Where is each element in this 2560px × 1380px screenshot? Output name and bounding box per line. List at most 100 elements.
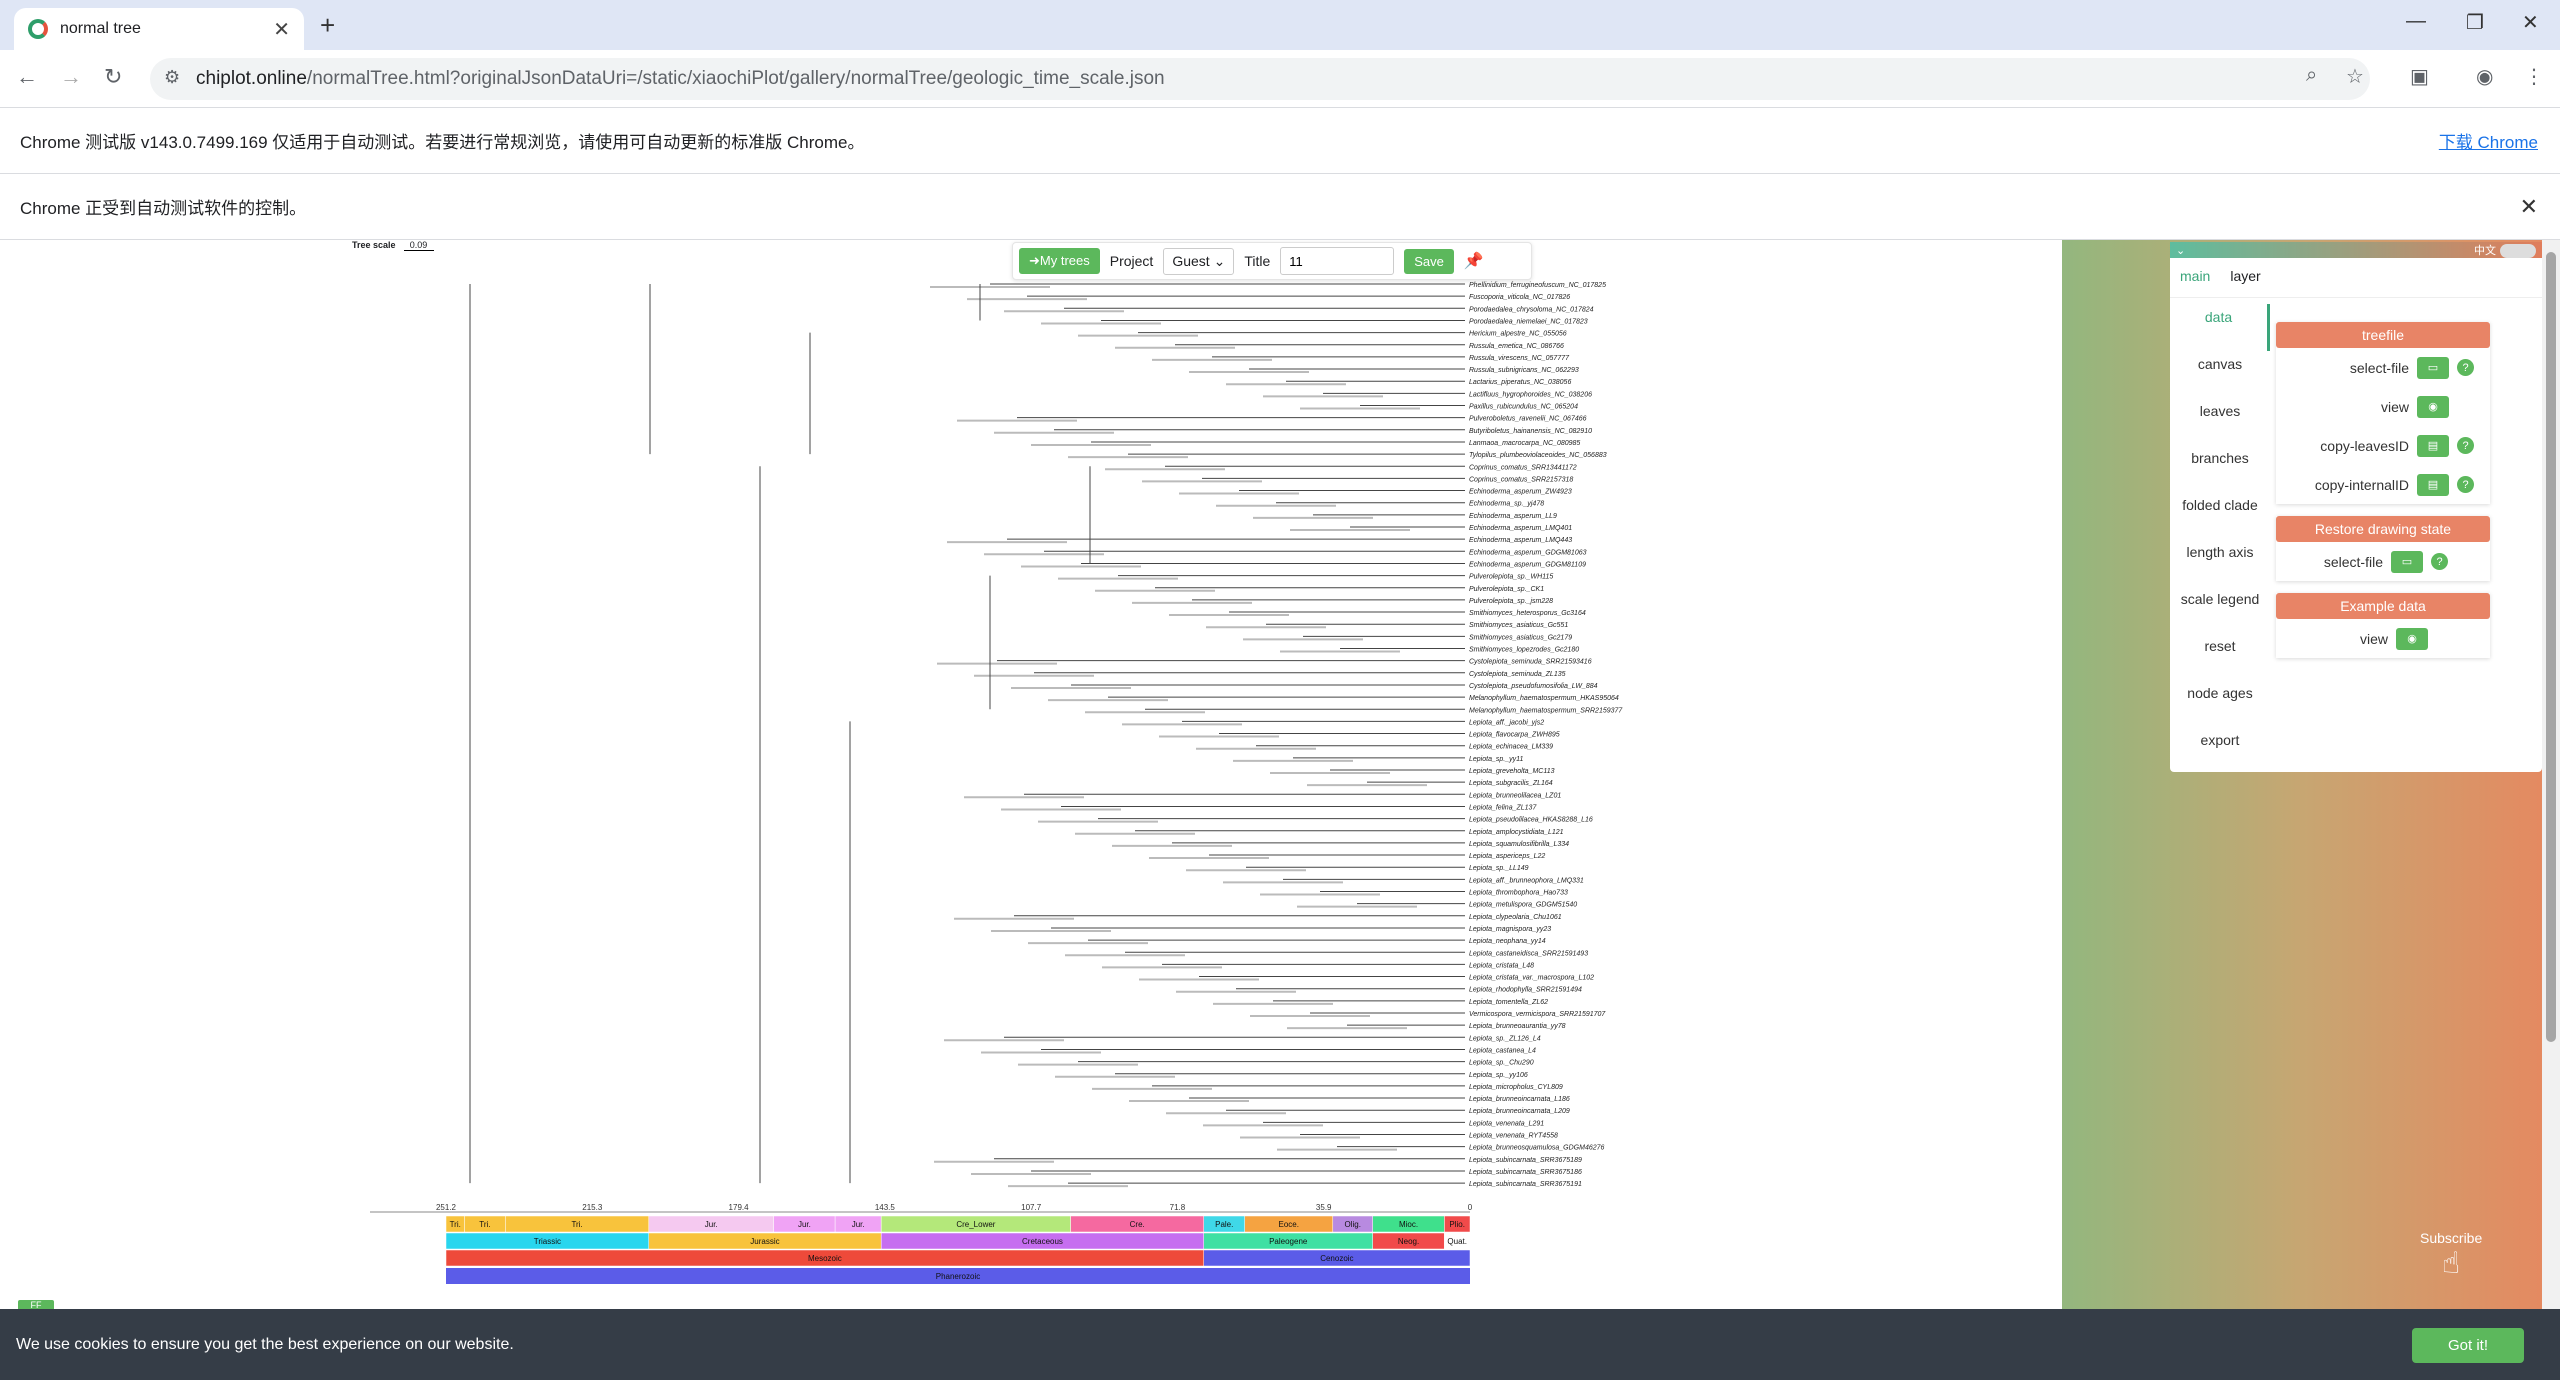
help-icon[interactable]: ?: [2457, 476, 2474, 493]
geologic-period-label: Paleogene: [1269, 1237, 1308, 1246]
side-item-folded-clade[interactable]: folded clade: [2182, 497, 2258, 513]
leaf-label: Vermicospora_vermicispora_SRR21591707: [1469, 1011, 1606, 1018]
side-item-node-ages[interactable]: node ages: [2187, 685, 2253, 701]
side-item-canvas[interactable]: canvas: [2197, 356, 2243, 372]
leaf-label: Cystolepiota_pseudofumosifolia_LW_884: [1469, 683, 1598, 690]
forward-icon[interactable]: →: [60, 64, 82, 89]
tab-main[interactable]: main: [2180, 268, 2211, 284]
leaf-label: Lepiota_greveholta_MC113: [1469, 768, 1555, 775]
side-item-reset[interactable]: reset: [2204, 638, 2236, 654]
menu-header: ⌄ 中文: [2170, 242, 2542, 259]
restore-icon[interactable]: ❐: [2466, 12, 2484, 34]
geologic-period-label: Triassic: [534, 1237, 561, 1246]
geologic-epoch-label: Cre_Lower: [956, 1220, 995, 1229]
leaf-label: Lepiota_rhodophylla_SRR21591494: [1469, 987, 1582, 994]
my-trees-label: My trees: [1039, 253, 1090, 268]
close-infobar-icon[interactable]: ✕: [2519, 193, 2538, 219]
eye-icon[interactable]: ◉: [2417, 395, 2449, 418]
download-chrome-link[interactable]: 下载 Chrome: [2438, 133, 2538, 152]
leaf-label: Lepiota_sp._Chu290: [1469, 1060, 1534, 1067]
leaf-label: Lepiota_aspericeps_L22: [1469, 853, 1545, 860]
scrollbar-thumb[interactable]: [2546, 252, 2556, 1042]
help-icon[interactable]: ?: [2431, 553, 2448, 570]
leaf-label: Pulverolepiota_sp._CK1: [1469, 586, 1544, 593]
side-item-length-axis[interactable]: length axis: [2186, 544, 2254, 560]
menu-icon[interactable]: ⋮: [2524, 66, 2544, 88]
leaf-label: Lepiota_castanea_L4: [1469, 1047, 1536, 1054]
geologic-epoch-label: Tri.: [450, 1220, 461, 1229]
page-scrollbar[interactable]: [2542, 240, 2560, 1380]
time-tick-label: 215.3: [582, 1203, 603, 1212]
leaf-label: Echinoderma_asperum_LMQ401: [1469, 525, 1572, 532]
leaf-label: Lepiota_subincarnata_SRR3675191: [1469, 1181, 1582, 1188]
menu-side-nav: data canvas leaves branches folded clade…: [2170, 304, 2270, 774]
phylogenetic-tree: Phellinidium_ferrugineofuscum_NC_017825F…: [370, 282, 1623, 1284]
title-input[interactable]: [1280, 247, 1395, 275]
side-item-branches[interactable]: branches: [2191, 450, 2249, 466]
select-file-label: select-file: [2349, 359, 2409, 376]
copy-icon[interactable]: ▤: [2417, 473, 2449, 496]
copy-icon[interactable]: ▤: [2417, 434, 2449, 457]
geologic-epoch-label: Jur.: [852, 1220, 865, 1229]
eye-icon[interactable]: ◉: [2396, 627, 2428, 650]
leaf-label: Russula_emetica_NC_086766: [1469, 343, 1564, 350]
side-item-leaves[interactable]: leaves: [2199, 403, 2241, 419]
browser-toolbar: ← → ↻ ⚙ chiplot.online/normalTree.html?o…: [0, 50, 2560, 108]
browser-tab[interactable]: normal tree ✕: [14, 8, 304, 50]
geologic-epoch-label: Tri.: [571, 1220, 582, 1229]
leaf-label: Coprinus_comatus_SRR13441172: [1469, 464, 1577, 471]
side-item-scale-legend[interactable]: scale legend: [2180, 591, 2260, 607]
leaf-label: Echinoderma_asperum_ZW4923: [1469, 489, 1572, 496]
time-tick-label: 35.9: [1316, 1203, 1332, 1212]
leaf-label: Lactifluus_hygrophoroides_NC_038206: [1469, 391, 1592, 398]
address-bar[interactable]: ⚙ chiplot.online/normalTree.html?origina…: [150, 58, 2370, 100]
cookie-text: We use cookies to ensure you get the bes…: [16, 1335, 514, 1353]
reload-icon[interactable]: ↻: [104, 64, 123, 89]
side-item-export[interactable]: export: [2200, 732, 2240, 748]
title-label: Title: [1244, 253, 1271, 269]
tab-layer[interactable]: layer: [2230, 268, 2261, 284]
leaf-label: Lepiota_felina_ZL137: [1469, 804, 1537, 811]
geologic-period-cell: [1444, 1232, 1471, 1250]
leaf-label: Lactarius_piperatus_NC_038056: [1469, 379, 1571, 386]
minimize-icon[interactable]: —: [2406, 10, 2426, 32]
zoom-icon[interactable]: ⌕: [2306, 64, 2318, 86]
leaf-label: Lepiota_brunneoincarnata_L186: [1469, 1096, 1570, 1103]
tab-search-icon[interactable]: ▣: [2410, 66, 2429, 88]
leaf-label: Pulverolepiota_sp._WH115: [1469, 574, 1553, 581]
close-window-icon[interactable]: ✕: [2522, 12, 2539, 34]
leaf-label: Lepiota_flavocarpa_ZWH895: [1469, 732, 1560, 739]
folder-icon[interactable]: ▭: [2391, 550, 2423, 573]
leaf-label: Lepiota_thrombophora_Hao733: [1469, 890, 1568, 897]
help-icon[interactable]: ?: [2457, 437, 2474, 454]
folder-icon[interactable]: ▭: [2417, 356, 2449, 379]
site-info-icon[interactable]: ⚙: [164, 67, 181, 87]
leaf-label: Butyriboletus_hainanensis_NC_082910: [1469, 428, 1592, 435]
leaf-label: Lepiota_castaneidisca_SRR21591493: [1469, 950, 1588, 957]
automation-infobar: Chrome 正受到自动测试软件的控制。 ✕: [0, 174, 2560, 240]
leaf-label: Lepiota_subincarnata_SRR3675186: [1469, 1169, 1582, 1176]
time-tick-label: 179.4: [729, 1203, 750, 1212]
help-icon[interactable]: ?: [2457, 359, 2474, 376]
subscribe[interactable]: Subscribe ☝: [2420, 1230, 2482, 1281]
save-button[interactable]: Save: [1404, 248, 1454, 274]
new-tab-icon[interactable]: +: [320, 10, 336, 40]
pin-icon[interactable]: 📌: [1463, 253, 1484, 270]
my-trees-button[interactable]: ➜My trees: [1019, 248, 1100, 274]
bookmark-star-icon[interactable]: ☆: [2346, 66, 2364, 88]
site-favicon-icon: [28, 19, 48, 39]
language-toggle[interactable]: [2500, 244, 2536, 259]
project-select[interactable]: Guest ⌄: [1163, 247, 1235, 275]
collapse-icon[interactable]: ⌄: [2176, 244, 2186, 257]
tree-scale-label: Tree scale: [352, 240, 396, 250]
cookie-banner: We use cookies to ensure you get the bes…: [0, 1309, 2560, 1380]
back-icon[interactable]: ←: [16, 64, 38, 89]
profile-icon[interactable]: ◉: [2476, 66, 2494, 88]
leaf-label: Pulveroboletus_ravenelii_NC_067466: [1469, 416, 1587, 423]
leaf-label: Lepiota_magnispora_yy23: [1469, 926, 1551, 933]
side-item-data[interactable]: data: [2170, 304, 2270, 351]
leaf-label: Lepiota_metulispora_GDGM51540: [1469, 902, 1577, 909]
got-it-button[interactable]: Got it!: [2411, 1328, 2524, 1363]
time-tick-label: 143.5: [875, 1203, 896, 1212]
close-tab-icon[interactable]: ✕: [273, 18, 290, 41]
